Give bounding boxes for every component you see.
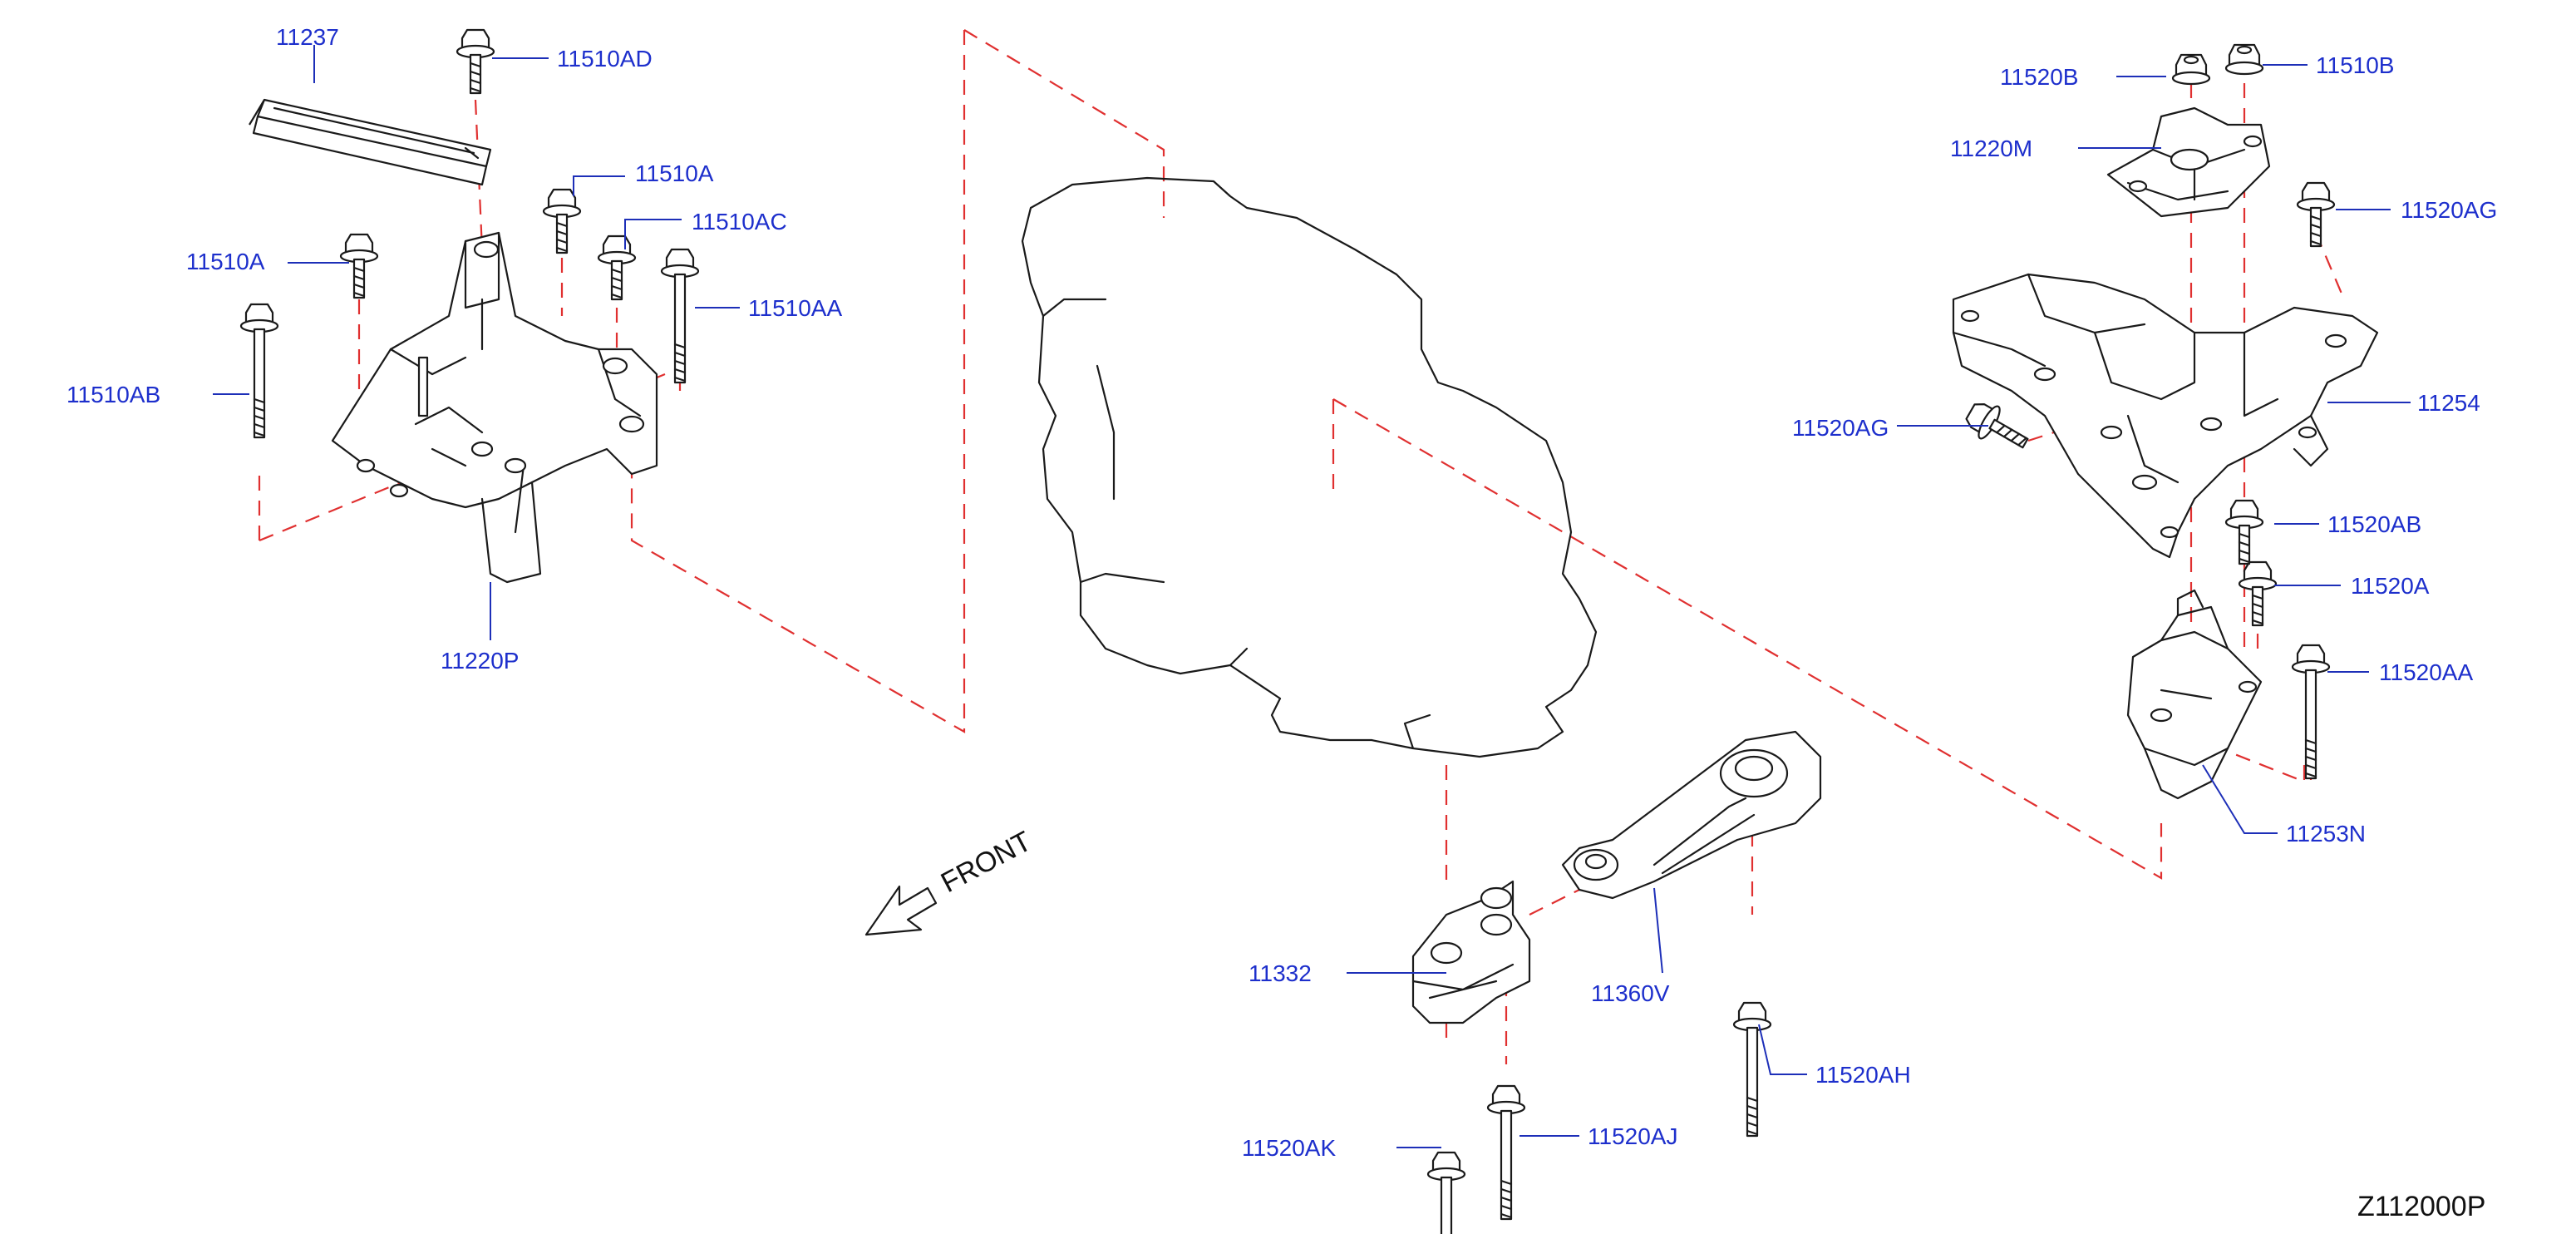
callout-11520B: 11520B [2000,64,2078,90]
callout-11254: 11254 [2417,390,2480,416]
callout-11520AG-right: 11520AG [2401,197,2497,223]
callout-11510B: 11510B [2316,52,2394,78]
diagram-id: Z112000P [2357,1191,2485,1222]
callout-11520AK: 11520AK [1242,1135,1336,1161]
callout-11510AC: 11510AC [692,209,787,234]
front-arrow-icon [864,885,938,936]
lower-rear-mount [2126,630,2263,800]
reinforcement-bar [249,98,492,186]
callout-11520A: 11520A [2351,573,2430,599]
callout-11253N: 11253N [2286,821,2366,847]
front-label: FRONT [936,826,1037,900]
callout-11220M: 11220M [1950,136,2032,161]
right-mount-assembly [1952,43,2379,800]
dashed-guide-lines [258,29,2346,1064]
callout-11510AB: 11510AB [66,382,160,407]
callout-labels: 11237 11510AD 11510A 11510AC 11510A 1151… [66,24,2497,1161]
callout-11360V: 11360V [1591,980,1670,1006]
callout-11520AA: 11520AA [2379,659,2473,685]
callout-11220P: 11220P [441,648,519,674]
callout-11520AG-left: 11520AG [1792,415,1889,441]
left-mount-assembly [239,28,700,584]
left-engine-bracket [331,231,658,509]
callout-11332: 11332 [1249,960,1312,986]
leader-lines [213,45,2411,1148]
callout-11237: 11237 [276,24,339,50]
right-engine-bracket [1952,273,2379,559]
callout-11520AJ: 11520AJ [1588,1123,1677,1149]
front-direction-indicator: FRONT [864,826,1037,936]
callout-11510A-left: 11510A [186,249,265,274]
engine-outline [1021,176,1598,758]
callout-11510AD: 11510AD [557,46,653,72]
callout-11520AB: 11520AB [2327,511,2421,537]
callout-11510AA: 11510AA [748,295,842,321]
lower-mount-assembly [1411,730,1822,1234]
callout-11510A-top: 11510A [635,160,714,186]
callout-11520AH: 11520AH [1815,1062,1911,1088]
